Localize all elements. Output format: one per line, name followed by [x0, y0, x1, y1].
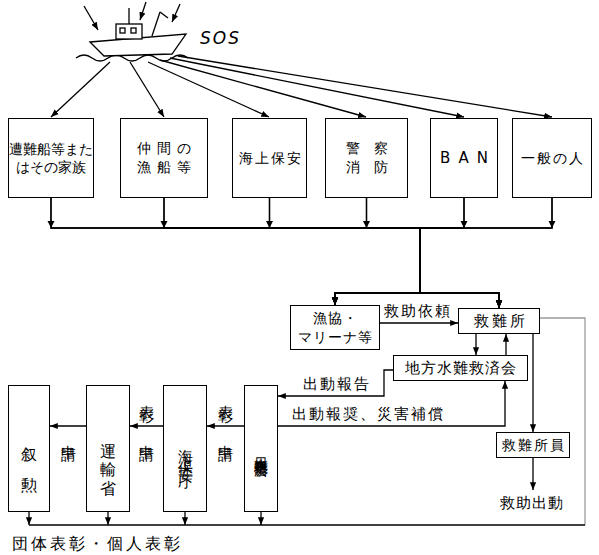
node-text: 警察 消防 — [332, 139, 402, 177]
drop-arrow — [107, 512, 108, 525]
wind-arrow — [172, 4, 180, 22]
flow-arrow — [335, 198, 464, 305]
edge-label: 申請 — [61, 433, 76, 437]
flow-arrow — [164, 198, 499, 308]
flow-arrow — [420, 198, 552, 308]
ship-cabin — [116, 24, 142, 39]
process-box: 日本水難救済会 — [244, 385, 278, 512]
node-text: 救難所 — [471, 311, 528, 331]
process-box: 救難所 — [458, 308, 540, 334]
action-label: 救助出動 — [500, 494, 564, 512]
edge-label: 出動報奨、災害補償 — [292, 405, 445, 423]
node-text: 仲間の 漁船等 — [131, 139, 197, 177]
result-label: 団体表彰・個人表彰 — [12, 534, 183, 553]
node-text: 地方水難救済会 — [404, 358, 517, 378]
edge-label: 表彰 — [218, 393, 233, 397]
process-box: 救難所員 — [496, 432, 570, 458]
signal-arrow — [148, 62, 269, 117]
ship-window — [131, 28, 136, 33]
node-text: 遭難船等また はその家族 — [9, 140, 93, 176]
dispatch-arrow — [532, 458, 533, 490]
collect-line — [29, 524, 585, 525]
note-label: 申請 — [218, 433, 233, 437]
flow-arrow — [270, 198, 500, 308]
process-box: BAN — [430, 118, 498, 198]
wind-arrow — [140, 2, 146, 20]
edge-label: 救助依頼 — [384, 302, 452, 320]
node-text: 叙勲 — [21, 404, 37, 494]
edge-label: 表彰 — [139, 393, 154, 397]
flow-arrow — [367, 198, 500, 308]
sos-label: SOS — [200, 28, 241, 48]
node-text: 漁協・ マリーナ等 — [297, 309, 373, 347]
flow-arrow — [207, 425, 244, 426]
process-box: 運輸省 — [86, 385, 130, 512]
flow-arrow — [270, 198, 421, 305]
merge-heads — [48, 221, 556, 228]
flow-arrow — [335, 198, 552, 305]
flow-arrow — [505, 334, 506, 355]
signal-arrow — [170, 58, 464, 117]
process-box: 地方水難救済会 — [393, 355, 528, 381]
process-box: 海上保安 — [232, 118, 307, 198]
edge-label: 出動報告 — [303, 375, 371, 393]
node-text: 海上保安庁 — [178, 431, 193, 467]
drop-arrow — [260, 512, 261, 525]
process-box: 遭難船等また はその家族 — [8, 118, 94, 198]
ship-mast — [128, 8, 129, 24]
gray-link-line — [540, 318, 585, 525]
signal-arrow — [178, 56, 552, 117]
drop-arrow — [184, 512, 185, 525]
process-box: 警察 消防 — [325, 118, 408, 198]
note-label: 申請 — [139, 433, 154, 437]
process-box: 叙勲 — [8, 385, 50, 512]
process-box: 漁協・ マリーナ等 — [290, 305, 380, 350]
node-text: 運輸省 — [100, 413, 116, 485]
node-text: 海上保安 — [237, 149, 303, 168]
node-text: BAN — [432, 148, 496, 168]
process-box: 一般の人 — [512, 118, 592, 198]
process-box: 仲間の 漁船等 — [120, 118, 208, 198]
layout-group — [29, 2, 585, 525]
wind-arrow — [84, 6, 98, 30]
flow-arrow — [130, 425, 163, 426]
flow-arrow — [51, 198, 420, 305]
signal-arrow — [130, 62, 164, 117]
ship-window — [120, 28, 125, 33]
flow-arrow — [164, 198, 420, 305]
drop-arrow — [28, 512, 29, 525]
flow-arrow — [475, 334, 476, 355]
flow-arrow — [335, 198, 420, 305]
node-text: 救難所員 — [500, 436, 566, 455]
signal-arrow — [51, 62, 110, 117]
flow-arrow — [420, 198, 499, 308]
signal-arrow — [160, 60, 366, 117]
ship-rigging — [160, 12, 168, 18]
flow-arrow — [50, 425, 86, 426]
node-text: 日本水難救済会 — [254, 445, 268, 453]
node-text: 一般の人 — [519, 149, 585, 168]
flow-arrow — [532, 334, 533, 432]
flow-arrow — [380, 322, 458, 323]
process-box: 海上保安庁 — [163, 385, 207, 512]
ship-mast — [152, 12, 160, 36]
flow-arrow — [278, 370, 393, 396]
flow-arrow — [51, 198, 499, 308]
